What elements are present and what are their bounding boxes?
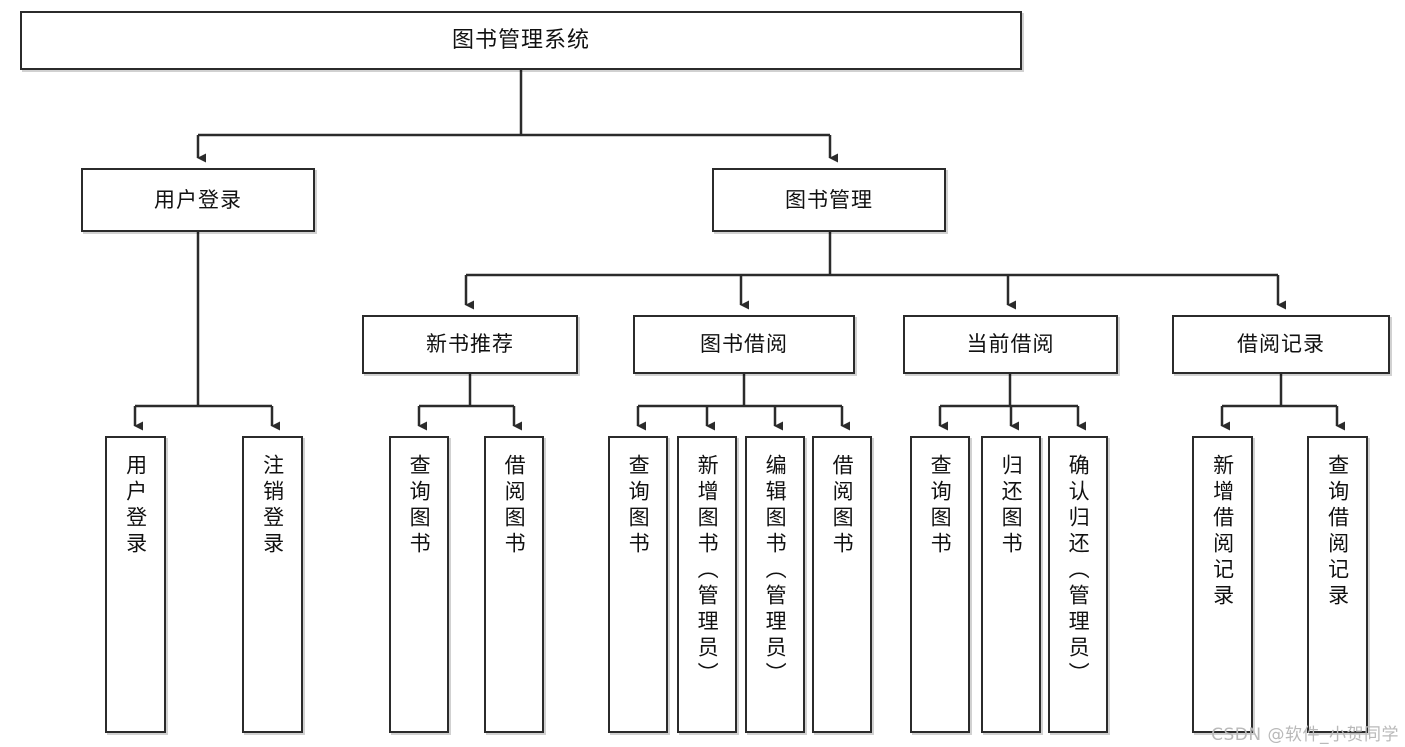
node-leaf-edit-book-admin[interactable]: 编辑图书（管理员） xyxy=(745,436,805,733)
node-leaf-query-borrow-record[interactable]: 查询借阅记录 xyxy=(1307,436,1368,733)
node-current-borrow[interactable]: 当前借阅 xyxy=(903,315,1118,374)
node-label: 借阅图书 xyxy=(502,454,527,558)
node-book-manage[interactable]: 图书管理 xyxy=(712,168,946,232)
node-label: 图书借阅 xyxy=(700,332,788,357)
node-leaf-query-book-borrow[interactable]: 查询图书 xyxy=(608,436,668,733)
node-label: 归还图书 xyxy=(999,454,1024,558)
node-leaf-add-borrow-record[interactable]: 新增借阅记录 xyxy=(1192,436,1253,733)
node-label: 图书管理 xyxy=(785,187,873,212)
node-book-borrow[interactable]: 图书借阅 xyxy=(633,315,855,374)
node-label: 查询借阅记录 xyxy=(1325,454,1350,610)
node-label: 借阅记录 xyxy=(1237,332,1325,357)
node-label: 用户登录 xyxy=(154,187,242,212)
node-leaf-logout[interactable]: 注销登录 xyxy=(242,436,303,733)
node-leaf-borrow-book-rec[interactable]: 借阅图书 xyxy=(484,436,544,733)
node-label: 查询图书 xyxy=(407,454,432,558)
node-label: 借阅图书 xyxy=(830,454,855,558)
node-leaf-user-login[interactable]: 用户登录 xyxy=(105,436,166,733)
node-leaf-borrow-book[interactable]: 借阅图书 xyxy=(812,436,872,733)
node-label: 注销登录 xyxy=(260,454,285,558)
node-borrow-record[interactable]: 借阅记录 xyxy=(1172,315,1390,374)
node-new-book-recommend[interactable]: 新书推荐 xyxy=(362,315,578,374)
node-label: 查询图书 xyxy=(928,454,953,558)
node-label: 图书管理系统 xyxy=(451,27,590,53)
node-label: 查询图书 xyxy=(626,454,651,558)
node-label: 编辑图书（管理员） xyxy=(763,454,788,688)
node-leaf-query-book-rec[interactable]: 查询图书 xyxy=(389,436,449,733)
node-leaf-confirm-return-admin[interactable]: 确认归还（管理员） xyxy=(1048,436,1108,733)
node-label: 用户登录 xyxy=(123,454,148,558)
csdn-watermark: CSDN @软件_小贺同学 xyxy=(1211,725,1399,745)
node-label: 确认归还（管理员） xyxy=(1066,454,1091,688)
node-label: 当前借阅 xyxy=(966,332,1055,357)
node-leaf-return-book[interactable]: 归还图书 xyxy=(981,436,1041,733)
node-label: 新增图书（管理员） xyxy=(695,454,720,688)
node-leaf-query-book-current[interactable]: 查询图书 xyxy=(910,436,970,733)
node-user-login[interactable]: 用户登录 xyxy=(81,168,315,232)
node-leaf-add-book-admin[interactable]: 新增图书（管理员） xyxy=(677,436,737,733)
node-label: 新增借阅记录 xyxy=(1210,454,1235,610)
node-label: 新书推荐 xyxy=(426,332,514,357)
node-root-system[interactable]: 图书管理系统 xyxy=(20,11,1022,70)
